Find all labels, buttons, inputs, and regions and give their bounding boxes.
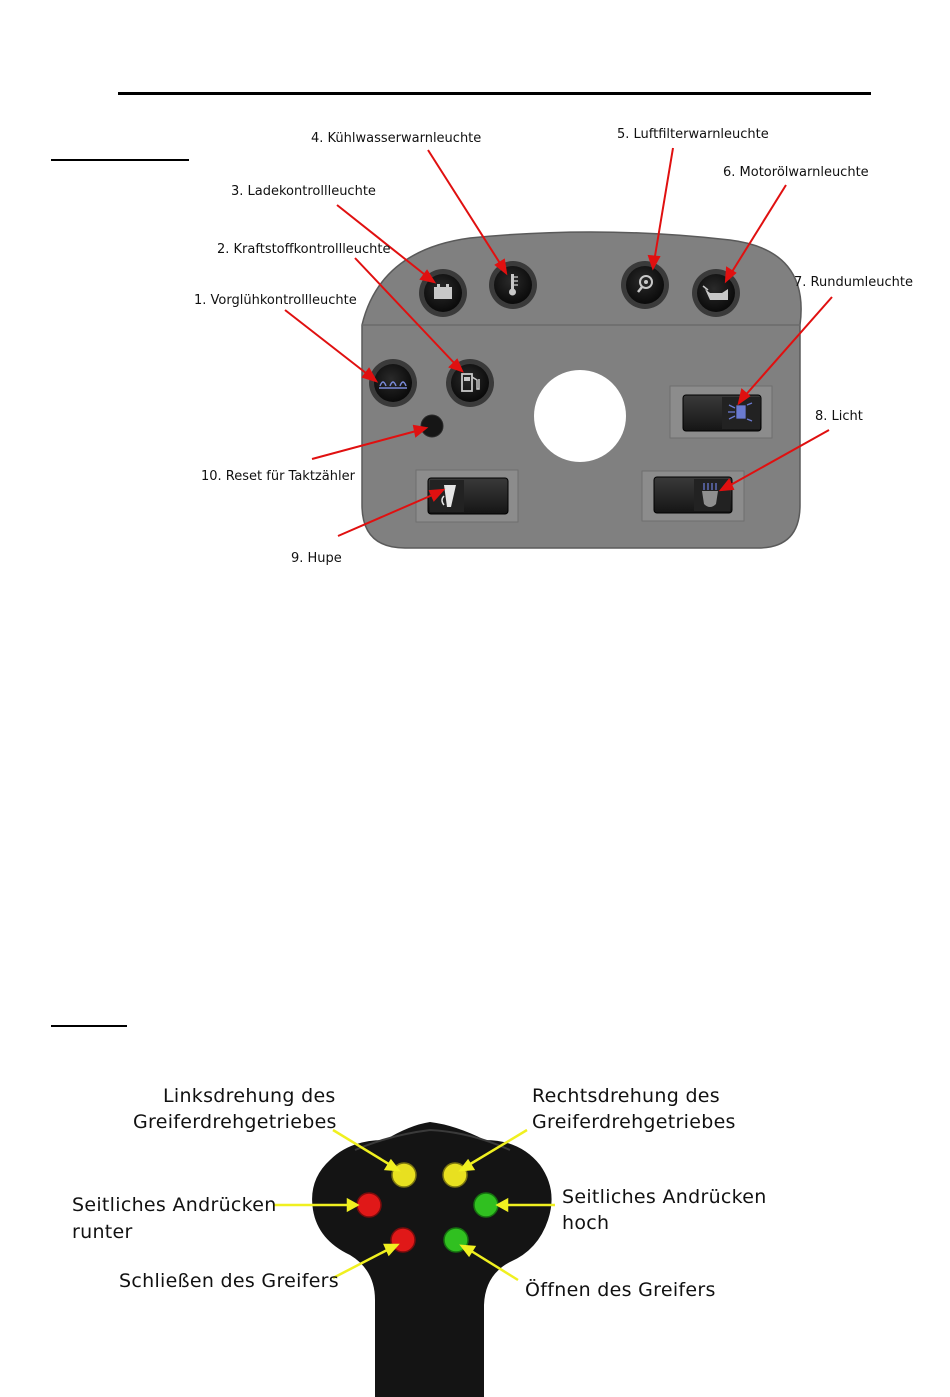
label-oil: 6. Motorölwarnleuchte — [723, 165, 869, 180]
section-underline-1 — [51, 159, 189, 161]
fuel-lamp — [446, 359, 494, 407]
label-press-down-1: Seitliches Andrücken — [72, 1194, 277, 1216]
press-up-button — [473, 1192, 499, 1218]
label-horn: 9. Hupe — [291, 551, 342, 566]
headlight-icon — [702, 483, 718, 507]
joystick-grip — [312, 1122, 552, 1397]
coolant-lamp — [489, 261, 537, 309]
reset-button — [420, 414, 444, 438]
rotating-beacon-icon — [728, 402, 753, 422]
label-left-rotation-1: Linksdrehung des — [163, 1085, 336, 1107]
joystick-leader-arrows — [273, 1128, 555, 1282]
label-air-filter: 5. Luftfilterwarnleuchte — [617, 127, 769, 142]
oil-lamp — [692, 269, 740, 317]
beacon-switch — [669, 385, 773, 439]
horn-icon — [441, 485, 456, 507]
label-press-down-2: runter — [72, 1221, 133, 1243]
label-light: 8. Licht — [815, 409, 863, 424]
air-filter-lamp — [621, 261, 669, 309]
label-battery: 3. Ladekontrollleuchte — [231, 184, 376, 199]
label-right-rotation-2: Greiferdrehgetriebes — [532, 1111, 736, 1133]
label-press-up-1: Seitliches Andrücken — [562, 1186, 767, 1208]
label-right-rotation-1: Rechtsdrehung des — [532, 1085, 720, 1107]
section-underline-2 — [51, 1025, 127, 1027]
label-press-up-2: hoch — [562, 1212, 610, 1234]
label-coolant: 4. Kühlwasserwarnleuchte — [311, 131, 482, 146]
coolant-temperature-icon — [509, 274, 518, 296]
glow-plug-icon — [379, 381, 407, 389]
label-left-rotation-2: Greiferdrehgetriebes — [133, 1111, 337, 1133]
panel-leader-arrows — [284, 147, 833, 537]
air-filter-icon — [637, 275, 653, 293]
battery-icon — [434, 284, 452, 299]
press-down-button — [356, 1192, 382, 1218]
label-close-gripper: Schließen des Greifers — [119, 1270, 339, 1292]
horn-switch — [415, 469, 519, 523]
glow-plug-lamp — [369, 359, 417, 407]
label-open-gripper: Öffnen des Greifers — [525, 1279, 716, 1301]
label-fuel: 2. Kraftstoffkontrollleuchte — [217, 242, 391, 257]
joystick — [312, 1122, 552, 1397]
light-switch — [641, 470, 745, 522]
oil-can-icon — [702, 285, 728, 300]
fuel-pump-icon — [461, 373, 480, 392]
label-beacon: 7. Rundumleuchte — [794, 275, 913, 290]
label-glow-plug: 1. Vorglühkontrollleuchte — [194, 293, 357, 308]
top-rule — [118, 92, 871, 95]
label-reset: 10. Reset für Taktzähler — [201, 469, 355, 484]
center-opening — [534, 370, 626, 462]
